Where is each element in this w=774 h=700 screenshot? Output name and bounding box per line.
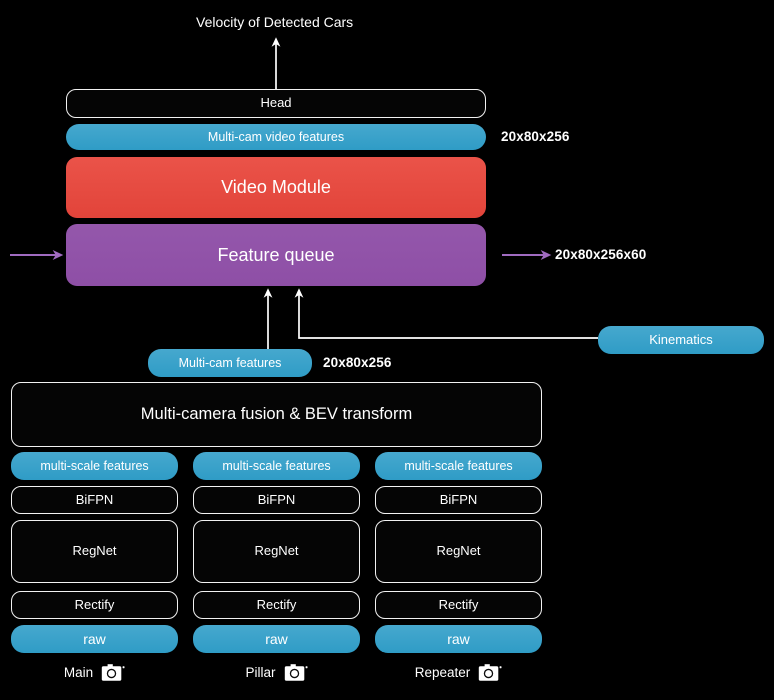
block-regnet-col3[interactable]: RegNet: [375, 520, 542, 583]
camera-label-repeater: Repeater: [414, 664, 471, 680]
camera-source-pillar[interactable]: Pillar: [193, 660, 360, 684]
dim-label-feature-queue-output: 20x80x256x60: [555, 247, 647, 262]
block-regnet-col2[interactable]: RegNet: [193, 520, 360, 583]
block-rectify-col3[interactable]: Rectify: [375, 591, 542, 619]
camera-icon: [101, 663, 125, 681]
block-multicam-video-features[interactable]: Multi-cam video features: [66, 124, 486, 150]
block-raw-col1[interactable]: raw: [11, 625, 178, 653]
block-head[interactable]: Head: [66, 89, 486, 118]
arrow-kinematics-to-queue: [294, 288, 598, 339]
output-title: Velocity of Detected Cars: [196, 14, 354, 30]
camera-source-repeater[interactable]: Repeater: [375, 660, 542, 684]
dim-label-multicam-video-features: 20x80x256: [501, 129, 570, 144]
block-video-module[interactable]: Video Module: [66, 157, 486, 218]
block-kinematics[interactable]: Kinematics: [598, 326, 764, 354]
dim-label-multicam-features: 20x80x256: [323, 355, 392, 370]
block-multi-scale-features-col2[interactable]: multi-scale features: [193, 452, 360, 480]
camera-label-pillar: Pillar: [245, 664, 276, 680]
block-raw-col2[interactable]: raw: [193, 625, 360, 653]
camera-icon: [479, 663, 502, 681]
block-feature-queue[interactable]: Feature queue: [66, 224, 486, 286]
block-bifpn-col3[interactable]: BiFPN: [375, 486, 542, 514]
block-regnet-col1[interactable]: RegNet: [11, 520, 178, 583]
block-multi-scale-features-col1[interactable]: multi-scale features: [11, 452, 178, 480]
block-bifpn-col2[interactable]: BiFPN: [193, 486, 360, 514]
camera-icon: [284, 663, 307, 681]
block-rectify-col2[interactable]: Rectify: [193, 591, 360, 619]
block-fusion-bev-transform[interactable]: Multi-camera fusion & BEV transform: [11, 382, 542, 447]
block-multicam-features[interactable]: Multi-cam features: [148, 349, 312, 377]
block-multi-scale-features-col3[interactable]: multi-scale features: [375, 452, 542, 480]
camera-label-main: Main: [63, 664, 94, 680]
camera-source-main[interactable]: Main: [11, 660, 178, 684]
block-raw-col3[interactable]: raw: [375, 625, 542, 653]
block-bifpn-col1[interactable]: BiFPN: [11, 486, 178, 514]
block-rectify-col1[interactable]: Rectify: [11, 591, 178, 619]
